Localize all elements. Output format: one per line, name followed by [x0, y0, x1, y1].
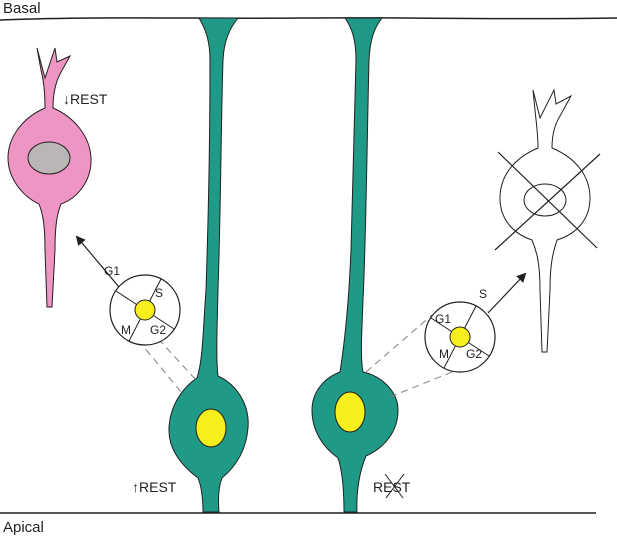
rest-crossed-label: REST	[373, 479, 411, 495]
basal-label: Basal	[3, 0, 41, 17]
right-progenitor-nucleus	[334, 391, 366, 433]
left-cycle-g2-label: G2	[150, 323, 166, 337]
right-cell-cycle: G1 M G2	[424, 301, 496, 373]
crossed-neuron-x-stroke-b	[494, 153, 601, 251]
left-differentiation-arrow	[75, 235, 120, 288]
right-cycle-m-label: M	[439, 347, 449, 361]
left-cell-cycle: S M G2	[109, 274, 181, 346]
rest-up-label: ↑REST	[132, 479, 177, 495]
left-progenitor-nucleus	[195, 408, 227, 448]
rest-cross-stroke-a	[384, 473, 404, 499]
right-progenitor-cell	[311, 17, 399, 513]
basal-surface-line	[0, 17, 617, 21]
rest-down-label: ↓REST	[63, 91, 108, 107]
right-cycle-s-label: S	[479, 287, 487, 301]
right-cycle-g1-label: G1	[435, 312, 451, 326]
crossed-neuron	[499, 88, 591, 353]
pink-neuron	[7, 47, 92, 308]
left-cycle-connector-lower	[137, 339, 183, 394]
left-cycle-s-label: S	[155, 286, 163, 300]
left-cycle-m-label: M	[121, 323, 131, 337]
rest-cross-stroke-b	[385, 473, 405, 499]
crossed-neuron-x-stroke-a	[497, 151, 598, 249]
right-cycle-g2-label: G2	[466, 347, 482, 361]
right-cycle-connector-upper	[365, 314, 433, 373]
pink-neuron-nucleus	[27, 141, 71, 175]
apical-label: Apical	[3, 519, 44, 536]
right-differentiation-arrow	[487, 272, 527, 314]
right-cycle-connector-lower	[389, 369, 458, 398]
left-progenitor-cell	[168, 17, 249, 513]
left-cycle-g1-label: G1	[104, 264, 120, 278]
